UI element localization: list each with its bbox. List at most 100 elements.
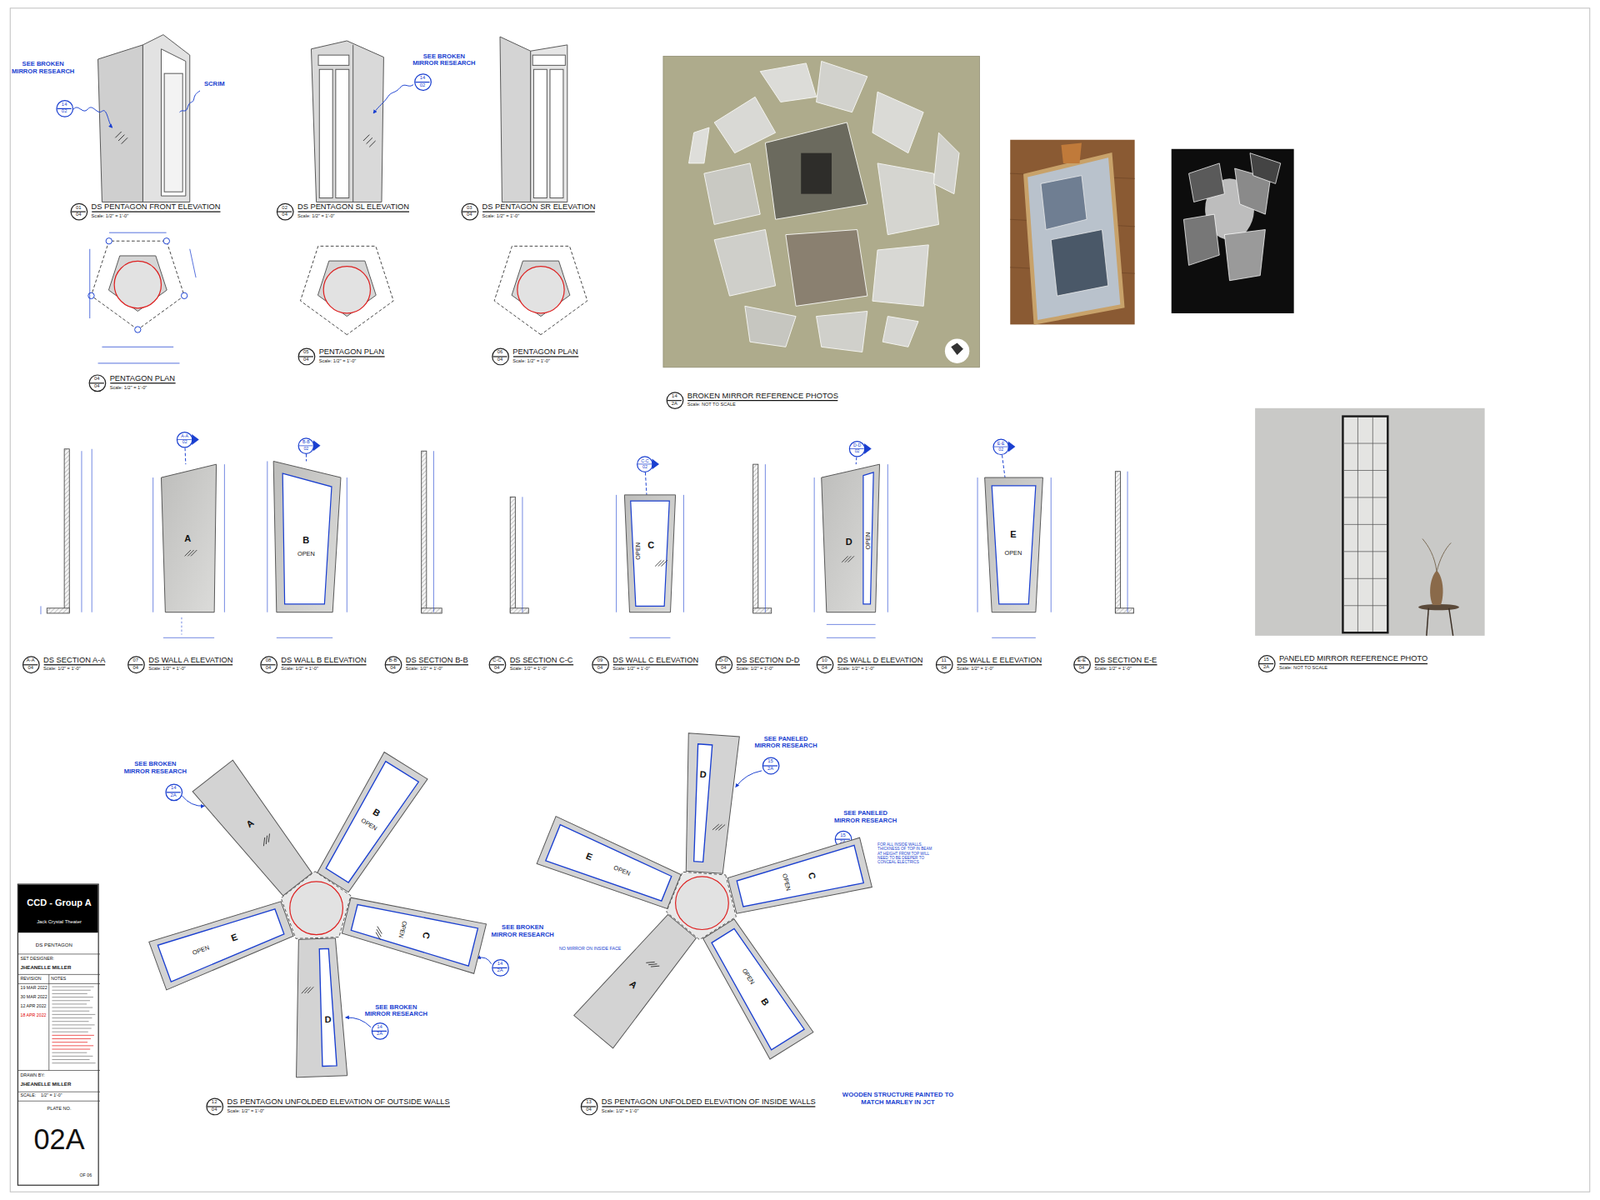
research-note: SEE BROKEN MIRROR RESEARCH: [9, 60, 77, 75]
wall-outline: [536, 816, 684, 916]
section-id: C-C: [640, 458, 649, 463]
unfolded-wall: BOPEN: [310, 751, 428, 896]
dimension-lines: [80, 450, 82, 612]
scale-note: Scale: NOT TO SCALE: [1279, 665, 1328, 671]
table-rule: [18, 974, 100, 975]
sr-elevation: [533, 69, 547, 198]
sheet-number: 02: [855, 450, 860, 455]
paneled-mirror-photo: [1344, 417, 1387, 632]
scale-note: Scale: 1/2" = 1'-0": [226, 1109, 265, 1115]
sl-elevation: [352, 45, 354, 203]
sheet-number: 2A: [170, 793, 177, 799]
callout-number: 14: [61, 102, 68, 108]
shape-outline: [291, 937, 348, 1077]
sheet-number: 04: [94, 384, 100, 390]
dimension-lines: [276, 637, 333, 639]
title-block-text: DRAWN BY:: [20, 1073, 45, 1078]
broken-mirror-photo: [877, 163, 939, 235]
sl-elevation: [310, 40, 384, 202]
sl-elevation: [318, 55, 350, 65]
bubble-divider: [299, 445, 314, 446]
section-arrow: [191, 434, 200, 445]
callout-bubble: 0904DS WALL C ELEVATIONScale: 1/2" = 1'-…: [591, 655, 610, 674]
callout-bubble: 0304DS PENTAGON SR ELEVATIONScale: 1/2" …: [460, 202, 479, 220]
shattered-face-photo: [1224, 230, 1265, 281]
mirror-hatch: [650, 962, 660, 971]
sheet-number: 04: [940, 665, 947, 671]
callout-number: 14: [497, 961, 504, 967]
table-rule: [18, 1100, 100, 1102]
fine-print: [51, 1045, 94, 1046]
scale-note: Scale: 1/2" = 1'-0": [956, 666, 995, 672]
callout-bubble: 0404PENTAGON PLANScale: 1/2" = 1'-0": [88, 374, 106, 392]
shattered-face-photo: [1171, 149, 1295, 314]
mirror-hatch: [260, 837, 269, 846]
pentagon-plans: [190, 249, 196, 278]
pentagon-plans: [494, 245, 588, 335]
section-drawings: [753, 608, 772, 614]
sl-elevation: [369, 140, 375, 147]
title-block-text: 18 APR 2022: [20, 1013, 46, 1018]
unfolded-wall: A: [192, 760, 318, 900]
mirror-hatch: [190, 550, 197, 556]
callout-number: 15: [767, 759, 774, 765]
pentagon-plans: [101, 346, 174, 348]
annotation: FOR ALL INSIDE WALLS, THICKNESS OF TOP I…: [877, 842, 937, 865]
section-marker: E-E02: [992, 439, 1010, 456]
research-note: SEE BROKEN MIRROR RESEARCH: [410, 52, 478, 67]
drawing-title: BROKEN MIRROR REFERENCE PHOTOS: [687, 391, 839, 401]
broken-mirror-photo: [760, 63, 816, 103]
drawing-title: DS SECTION A-A: [43, 655, 105, 665]
wall-letter: A: [184, 534, 191, 544]
sheet-number: 02: [61, 110, 68, 115]
section-arrow: [651, 458, 660, 470]
pentagon-hubs: [675, 876, 730, 930]
wall-outline: [340, 890, 486, 974]
shape-outline: [574, 910, 702, 1049]
opening-outline: [630, 500, 670, 606]
drawing-title: DS WALL C ELEVATION: [612, 655, 699, 665]
title-block-text: PLATE NO.: [47, 1106, 72, 1112]
dimension-lines: [40, 605, 41, 615]
callout-bubble: 0104DS PENTAGON FRONT ELEVATIONScale: 1/…: [70, 202, 88, 220]
wall-outline: [273, 460, 341, 612]
front-elevation: [121, 137, 128, 144]
sheet-number: 04: [466, 212, 473, 218]
mirror-hatch: [374, 932, 382, 940]
sheet-number: 04: [497, 357, 504, 363]
fine-print: [51, 1035, 94, 1036]
sheet-number: 04: [211, 1107, 218, 1113]
callout-bubble: 0604PENTAGON PLANScale: 1/2" = 1'-0": [491, 347, 510, 365]
fine-print: [51, 1055, 93, 1057]
callout-number: 12: [211, 1100, 218, 1105]
broken-mirror-photo: [872, 245, 929, 306]
opening-outline: [320, 760, 419, 885]
front-elevation: [98, 45, 144, 203]
broken-mirror-photo: [933, 132, 960, 194]
unfolded-wall: A: [574, 910, 702, 1049]
callout-number: D-D: [719, 658, 728, 664]
wall-outline: [574, 910, 702, 1049]
title-block-text: 1/2" = 1'-0": [40, 1094, 63, 1099]
wall-outline: [985, 477, 1044, 613]
annotation: WOODEN STRUCTURE PAINTED TO MATCH MARLEY…: [834, 1090, 962, 1105]
broken-mirror-photo: [872, 91, 924, 153]
fine-print: [51, 993, 87, 995]
callout-number: 03: [466, 205, 473, 210]
front-elevation: [115, 131, 121, 138]
callout-number: 02: [281, 205, 288, 210]
mirror-floor-photo: [1010, 140, 1135, 325]
fine-print: [51, 1052, 87, 1054]
drawing-title: DS SECTION B-B: [405, 655, 469, 665]
table-rule: [18, 953, 100, 955]
front-elevation: [118, 135, 125, 141]
callout-number: B-B: [389, 658, 398, 664]
opening-outline: [705, 925, 804, 1050]
research-note: SEE BROKEN MIRROR RESEARCH: [121, 760, 190, 775]
sheet-number: 04: [720, 665, 727, 671]
sheet-number: 04: [597, 665, 604, 671]
drawing-title: DS SECTION C-C: [510, 655, 574, 665]
title-block-text: JHEANELLE MILLER: [20, 965, 71, 970]
pentagon-plans: [109, 232, 167, 234]
sr-elevation: [550, 69, 564, 198]
